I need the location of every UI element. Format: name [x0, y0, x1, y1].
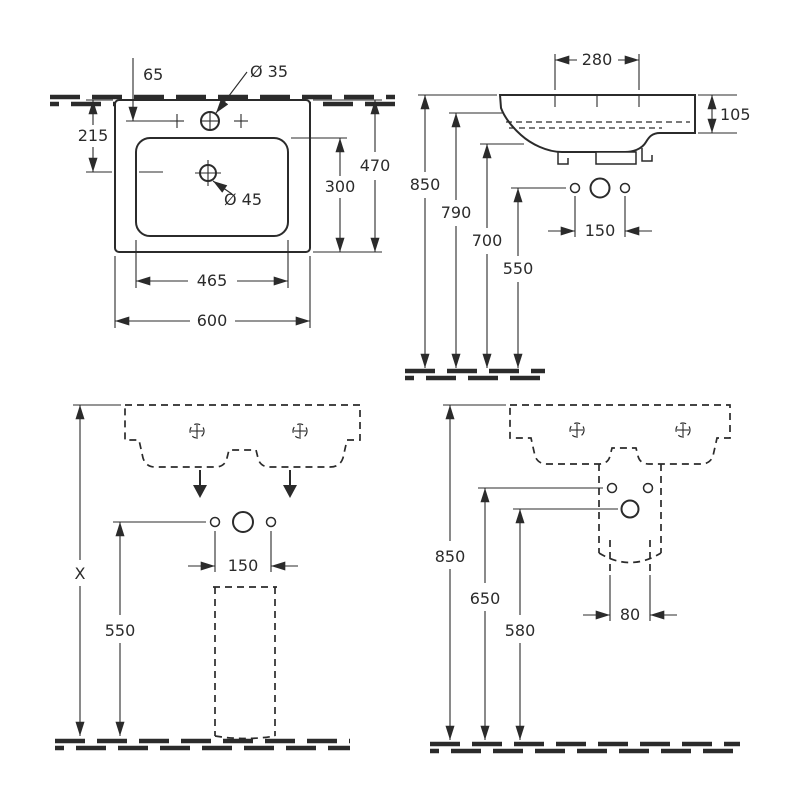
plan-view: 65 Ø 35 215 470 300 [50, 58, 395, 330]
dim-label-700: 700 [472, 231, 503, 250]
dim-label-465: 465 [197, 271, 228, 290]
dim-label-105: 105 [720, 105, 751, 124]
floor-hatch-side [405, 368, 545, 381]
floor-hatch-pedestal [55, 738, 350, 751]
dim-height-x: X [73, 404, 121, 736]
dim-label-850: 850 [435, 547, 466, 566]
dim-label-550: 550 [105, 621, 136, 640]
dim-drain-diameter: Ø 45 [212, 180, 262, 209]
semi-pedestal-dashed [598, 464, 662, 571]
tap-hole-dashed-left [189, 423, 205, 439]
dim-label-470: 470 [360, 156, 391, 175]
dim-rear-to-overflow: 215 [78, 99, 163, 173]
wall-fixing-holes [606, 482, 654, 519]
dim-total-depth: 470 [313, 99, 391, 253]
bowl-outline [135, 137, 289, 237]
dim-label-600: 600 [197, 311, 228, 330]
dim-tap-spacing: 280 [554, 50, 640, 90]
dim-label-790: 790 [441, 203, 472, 222]
dim-label-80: 80 [620, 605, 640, 624]
dim-label-650: 650 [470, 589, 501, 608]
dim-height-650: 650 [470, 487, 603, 740]
dim-label-150: 150 [228, 556, 259, 575]
tap-hole [200, 111, 220, 131]
tap-hole-dashed-right [675, 422, 691, 438]
pedestal-dashed [213, 586, 277, 740]
basin-silhouette-dashed [509, 404, 731, 465]
dim-height-550: 550 [503, 187, 566, 368]
dim-bowl-width: 465 [135, 240, 289, 290]
dim-label-580: 580 [505, 621, 536, 640]
dim-fixing-spacing: 150 [548, 196, 652, 240]
dim-label-550: 550 [503, 259, 534, 278]
bracket-hook-right [641, 148, 653, 162]
dim-label-280: 280 [582, 50, 613, 69]
dim-rim-thickness: 105 [698, 94, 751, 134]
dim-height-580: 580 [505, 508, 618, 740]
rim-tap-hole-marks [554, 95, 640, 107]
side-view: 280 105 150 850 [405, 50, 751, 381]
dim-height-550: 550 [105, 521, 206, 736]
dim-label-dia-45: Ø 45 [224, 190, 262, 209]
dim-bracket-spacing: 80 [583, 575, 677, 624]
drain-hole [195, 160, 221, 186]
dim-label-x: X [75, 564, 86, 583]
front-pedestal-view: 150 X 550 [55, 404, 361, 751]
dim-height-700: 700 [472, 143, 524, 368]
dim-label-65: 65 [143, 65, 163, 84]
dim-label-215: 215 [78, 126, 109, 145]
tap-hole-cross-left [170, 114, 184, 128]
hidden-edges [506, 121, 690, 129]
bracket-hook-left [557, 152, 569, 165]
basin-silhouette-dashed [124, 404, 361, 468]
dim-label-850: 850 [410, 175, 441, 194]
tap-hole-dashed-right [292, 423, 308, 439]
wall-fixing-holes [569, 177, 631, 199]
wall-fixing-holes [209, 511, 277, 533]
dim-label-150: 150 [585, 221, 616, 240]
floor-hatch-semi [430, 741, 740, 754]
fixing-direction-arrow-right [283, 470, 297, 498]
dim-height-850: 850 [410, 94, 497, 368]
trap-cover [595, 151, 637, 165]
fixing-direction-arrow-left [193, 470, 207, 498]
dim-tap-edge-offset: 65 [126, 58, 170, 122]
dim-label-dia-35: Ø 35 [250, 62, 288, 81]
dim-height-790: 790 [441, 112, 503, 368]
front-semi-pedestal-view: 80 850 650 580 [430, 404, 740, 754]
dim-tap-hole-diameter: Ø 35 [215, 62, 288, 114]
tap-hole-dashed-left [569, 422, 585, 438]
dim-bowl-front-depth: 300 [291, 137, 356, 252]
dim-label-300: 300 [325, 177, 356, 196]
dim-total-width: 600 [114, 256, 311, 330]
dim-fixing-spacing: 150 [188, 531, 298, 575]
tap-hole-cross-right [234, 114, 248, 128]
dim-height-850: 850 [435, 404, 506, 740]
